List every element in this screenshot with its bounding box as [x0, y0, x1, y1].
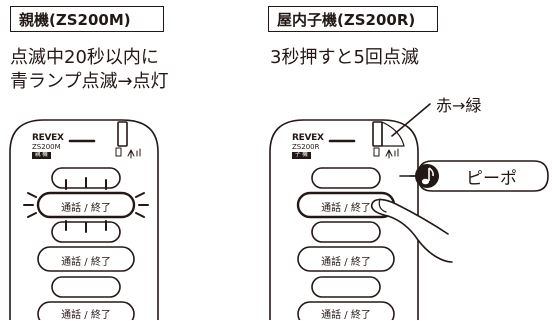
- right-led-window: [372, 121, 383, 147]
- music-note-circle: [415, 164, 439, 188]
- right-battery-icon: [373, 147, 380, 157]
- left-device-tag: 親 機: [32, 152, 51, 159]
- left-battery-icon: [115, 147, 122, 157]
- right-button-talk-2: [297, 246, 395, 272]
- right-signal-icon: [385, 148, 399, 159]
- left-talk-label-2: 通話 / 終了: [61, 257, 111, 268]
- right-button-3: [311, 276, 381, 298]
- left-signal-icon: [127, 148, 141, 159]
- right-device-tag: 子 機: [292, 152, 311, 159]
- right-talk-label-2: 通話 / 終了: [321, 257, 371, 268]
- right-talk-label-3: 通話 / 終了: [321, 310, 371, 321]
- left-button-talk-3: [37, 301, 135, 320]
- left-led-window: [117, 121, 128, 147]
- left-button-talk-1: [36, 191, 136, 219]
- left-talk-label-1: 通話 / 終了: [61, 203, 111, 214]
- right-model-label: ZS200R: [292, 143, 320, 151]
- led-callout-text: 赤→緑: [436, 96, 482, 115]
- right-desc-line1: 3秒押すと5回点滅: [270, 47, 419, 68]
- left-button-3: [51, 276, 121, 298]
- left-device-body: [9, 119, 159, 320]
- left-blink-marks: [23, 177, 149, 233]
- led-callout-leader: [391, 103, 431, 137]
- music-note-icon: [421, 167, 434, 185]
- right-talk-label-1: 通話 / 終了: [321, 203, 371, 214]
- left-brand-logo: REVEX: [32, 133, 64, 143]
- right-device-body: [269, 119, 419, 320]
- left-desc-line1: 点滅中20秒以内に: [10, 47, 159, 68]
- left-desc-line2: 青ランプ点滅→点灯: [10, 71, 169, 92]
- left-title: 親機(ZS200M): [10, 6, 164, 32]
- right-button-2: [311, 221, 381, 243]
- right-title: 屋内子機(ZS200R): [268, 6, 438, 32]
- right-led-highlight: [381, 121, 405, 147]
- right-button-1: [311, 167, 381, 189]
- finger-icon: [370, 198, 453, 263]
- right-button-talk-3: [297, 301, 395, 320]
- right-brand-logo: REVEX: [292, 133, 324, 143]
- left-button-talk-2: [37, 246, 135, 272]
- left-model-label: ZS200M: [32, 143, 61, 151]
- sound-callout-text: ピーポ: [466, 169, 517, 189]
- left-talk-label-3: 通話 / 終了: [61, 310, 111, 321]
